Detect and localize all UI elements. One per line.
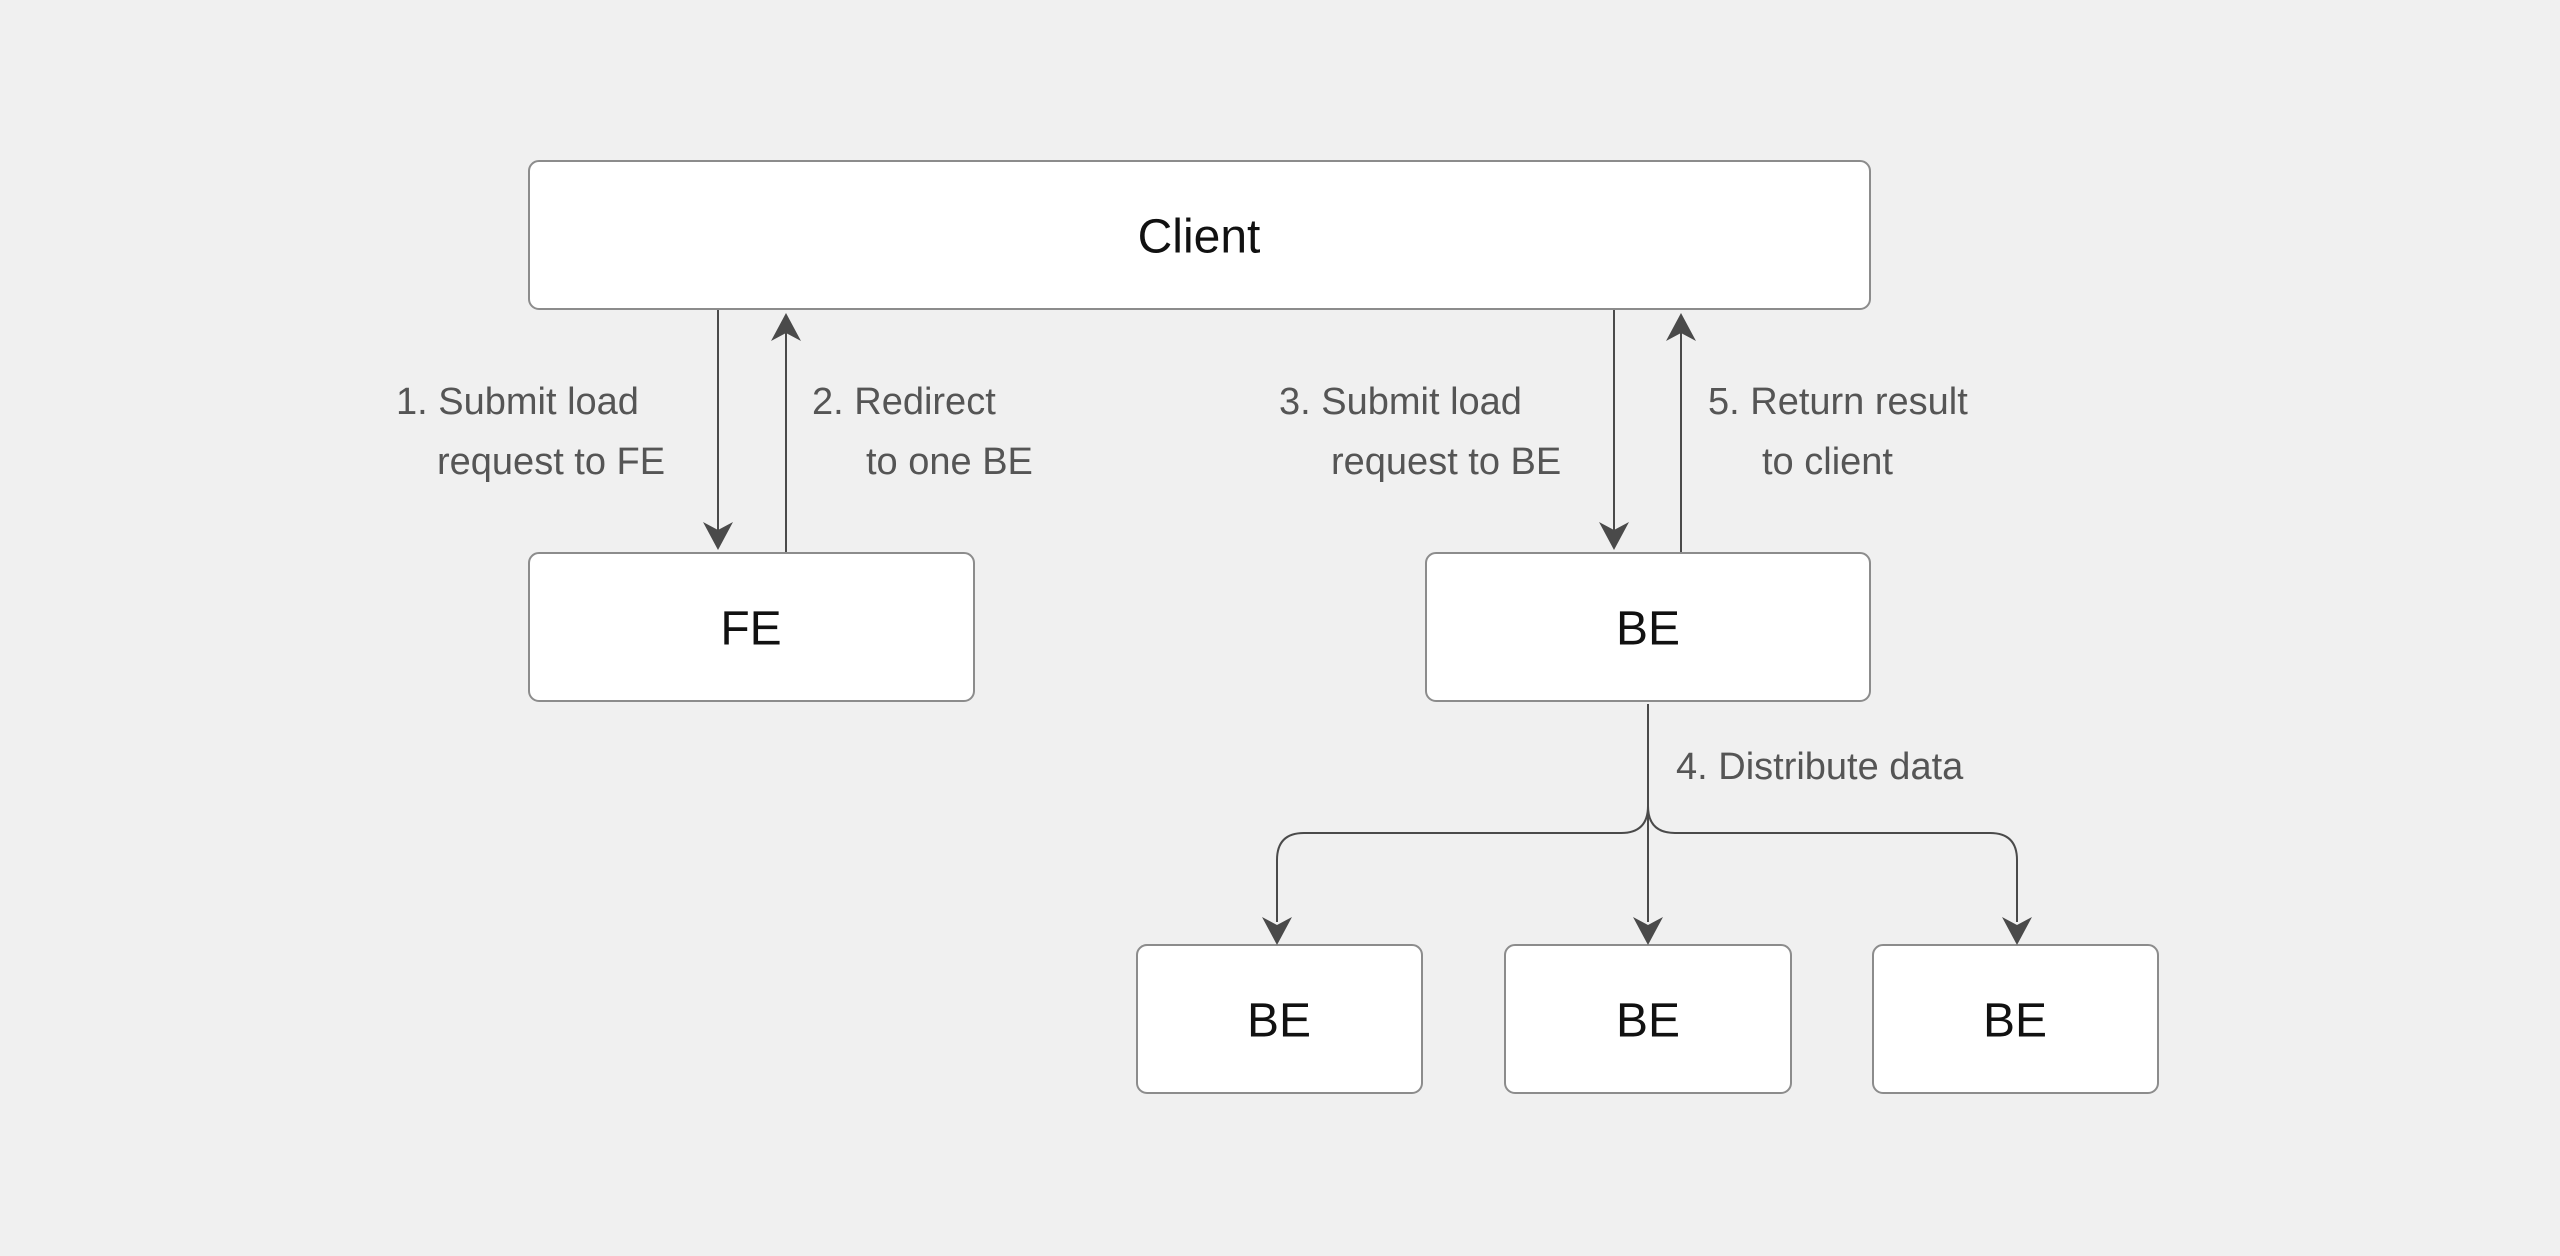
be-node-3: BE [1872,944,2159,1094]
arrowhead-up-icon [1666,313,1696,341]
arrowhead-down-icon [1633,917,1663,945]
client-box [528,160,1871,310]
step4-label: 4. Distribute data [1676,746,1964,788]
fe-label: FE [720,603,781,656]
be-main-box [1425,552,1871,702]
arrowhead-down-icon [2002,917,2032,945]
step5-label-line2: to client [1762,441,1893,483]
be-node-1: BE [1136,944,1423,1094]
fe-box [528,552,975,702]
edge-submit-to-be [1599,310,1629,550]
step2-label-line2: to one BE [866,441,1033,483]
be-3-box [1872,944,2159,1094]
step3-label-line2: request to BE [1331,441,1561,483]
client-label: Client [1138,211,1261,264]
step5-label-line1: 5. Return result [1708,381,1968,423]
be-3-label: BE [1983,995,2047,1048]
step3-label-line1: 3. Submit load [1279,381,1522,423]
edge-distribute-data [1262,704,2032,945]
fe-node: FE [528,552,975,702]
be-main-label: BE [1616,603,1680,656]
arrowhead-down-icon [1599,522,1629,550]
be-2-label: BE [1616,995,1680,1048]
edge-return-result [1666,313,1696,552]
edge-redirect-to-be [771,313,801,552]
arrowhead-up-icon [771,313,801,341]
arrowhead-down-icon [1262,917,1292,945]
be-1-box [1136,944,1423,1094]
step2-label-line1: 2. Redirect [812,381,996,423]
client-node: Client [528,160,1871,310]
distribute-right-branch [1647,805,2018,922]
distribute-left-branch [1276,805,1649,922]
be-main-node: BE [1425,552,1871,702]
be-1-label: BE [1247,995,1311,1048]
be-node-2: BE [1504,944,1792,1094]
edge-submit-to-fe [703,310,733,550]
step1-label-line2: request to FE [437,441,665,483]
arrowhead-down-icon [703,522,733,550]
step1-label-line1: 1. Submit load [396,381,639,423]
